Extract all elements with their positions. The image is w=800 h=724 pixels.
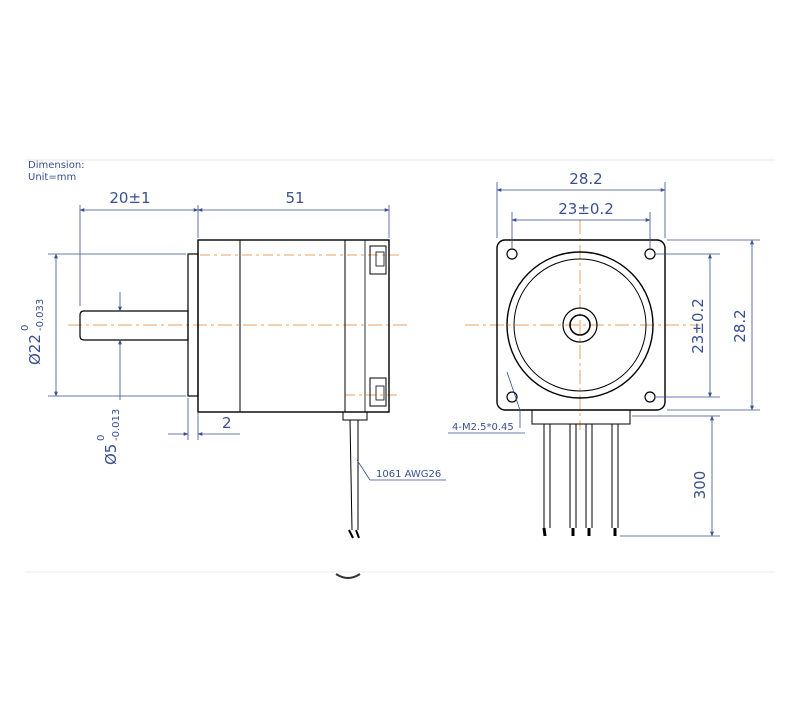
shaft-dia-label-group: Ø5 0 -0.013 [96,409,122,465]
flange-dia-label-group: Ø22 0 -0.033 [20,299,46,365]
flange-dia-tol-upper: 0 [20,325,31,331]
mount-hole-br [644,391,656,403]
scan-artifact-mark [335,573,361,579]
housing-outer-circle [506,251,654,399]
motor-body [197,239,390,413]
shaft-dia-tol-upper: 0 [96,435,107,441]
flange-dia-tol: -0.033 [35,299,46,331]
height-label: 28.2 [731,309,749,342]
wire-label: 1061 AWG26 [376,469,441,480]
unit-header: Unit=mm [28,172,76,183]
shaft-circle [569,314,591,336]
boss-circle [562,307,598,343]
side-view: 20±1 51 Ø22 0 -0.033 Ø5 0 -0.013 2 1061 … [20,189,446,539]
connector-top [369,245,387,275]
dimension-header: Dimension: [28,160,85,171]
housing-inner-circle [513,258,647,392]
mount-hole-tl [506,248,518,260]
body-length-label: 51 [285,189,304,207]
flange-dia-label: Ø22 [26,334,44,365]
lead-exit [342,411,368,421]
lead-end-a [348,529,354,539]
lead-wire-a [349,419,353,531]
shaft-dia-tol: -0.013 [111,409,122,441]
front-view: 28.2 23±0.2 23±0.2 28.2 4-M2.5*0.45 300 [448,170,760,537]
hole-spacing-x-label: 23±0.2 [558,200,614,218]
mount-note-leader [506,371,521,411]
flange-thickness-label: 2 [222,414,232,432]
width-label: 28.2 [569,170,602,188]
mount-hole-tr [644,248,656,260]
wire-leader [356,459,371,481]
shaft-dia-label: Ø5 [102,444,120,465]
mount-hole-bl [506,391,518,403]
lead-block [531,409,631,425]
lead-length-label: 300 [691,471,709,500]
connector-bottom [369,377,387,407]
shaft-length-label: 20±1 [109,189,150,207]
lead-end-1 [542,527,547,537]
mount-holes-label: 4-M2.5*0.45 [452,422,514,433]
connector-top-inner [375,251,385,267]
connector-bottom-inner [375,385,385,401]
lead-end-b [355,529,360,539]
hole-spacing-y-label: 23±0.2 [689,298,707,354]
shaft [79,310,189,341]
